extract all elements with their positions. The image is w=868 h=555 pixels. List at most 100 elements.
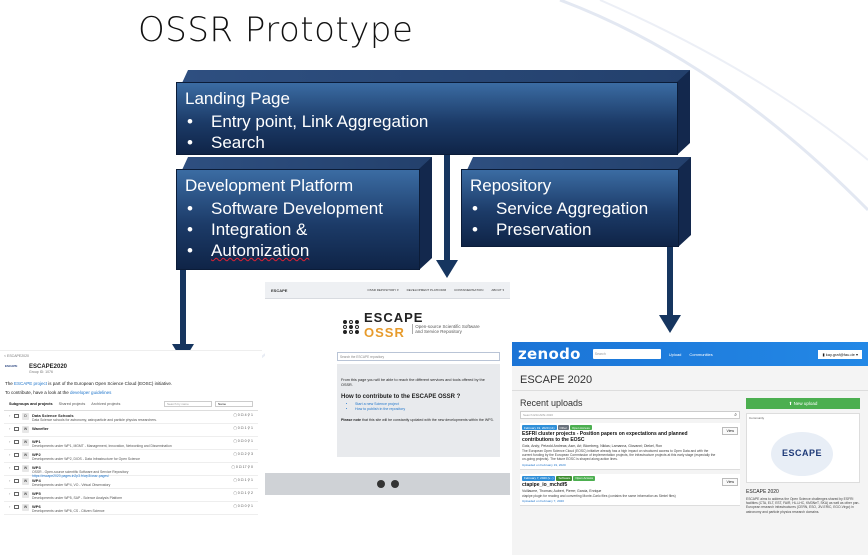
row-name[interactable]: WP1 — [32, 439, 41, 444]
dots-icon — [343, 320, 360, 334]
arrow-shaft-center — [444, 155, 450, 261]
chevron-right-icon[interactable]: › — [9, 491, 11, 496]
row-name[interactable]: WP4 — [32, 478, 41, 483]
view-button[interactable]: View — [722, 477, 738, 486]
zenodo-search-input[interactable]: Search — [592, 349, 661, 359]
start-project-link[interactable]: Start a new Science project — [355, 402, 496, 407]
brand-escape: ESCAPE — [364, 310, 424, 325]
folder-icon — [14, 505, 19, 509]
row-counts: ▢ 0 ⊡ 1 ⚲ 2 — [233, 491, 253, 495]
footer — [265, 473, 510, 495]
view-button[interactable]: View — [722, 427, 738, 435]
development-platform-box: Development Platform Software Developmen… — [176, 157, 432, 270]
folder-icon — [14, 414, 19, 418]
chevron-right-icon[interactable]: › — [9, 478, 11, 483]
item-description: The European Open Science Cloud (EOSC) i… — [522, 449, 716, 462]
row-counts: ▢ 0 ⊡ 0 ⚲ 1 — [233, 439, 253, 443]
developer-guidelines-link[interactable]: developer guidelines — [70, 390, 112, 395]
nav-ossr-repository[interactable]: OSSR REPOSITORY ▾ — [367, 288, 399, 292]
ossr-search-input[interactable]: Search the ESCAPE repository — [337, 352, 500, 361]
arrow-shaft-right — [667, 247, 673, 317]
nav-about[interactable]: ABOUT ▾ — [491, 288, 504, 292]
folder-icon — [14, 427, 19, 431]
row-description: Developments under WP2, DIOS - Data Infr… — [32, 457, 140, 461]
row-description: OSSR - Open-source scientific Software a… — [32, 470, 129, 474]
development-item: Automization — [185, 240, 411, 261]
row-description: Developments under WP1, MGMT - Managemen… — [32, 444, 172, 448]
chevron-right-icon[interactable]: › — [9, 504, 11, 509]
communities-link[interactable]: Communities — [689, 351, 713, 357]
chevron-right-icon[interactable]: › — [9, 452, 11, 457]
chevron-right-icon[interactable]: › — [9, 465, 11, 470]
type-badge: Software — [556, 475, 573, 481]
escape-group-logo: ESCAPE — [5, 364, 18, 368]
community-card: Community ESCAPE — [746, 413, 860, 483]
row-counts: ▢ 0 ⊡ 1 ⚲ 1 — [233, 478, 253, 482]
avatar: W — [22, 439, 29, 446]
item-title[interactable]: ESFRI cluster projects - Position papers… — [522, 431, 688, 443]
arrow-head-right — [659, 315, 681, 333]
search-input[interactable]: Search by name — [164, 401, 212, 407]
tab-subgroups[interactable]: Subgroups and projects — [9, 402, 53, 406]
zenodo-logo[interactable]: zenodo — [518, 345, 581, 363]
row-counts: ▢ 0 ⊡ 2 ⚲ 3 — [233, 452, 253, 456]
nav-containerisation[interactable]: CONTAINERISATION — [454, 288, 484, 292]
tab-shared-projects[interactable]: Shared projects — [58, 402, 86, 406]
group-description: The ESCAPE project is part of the Europe… — [5, 381, 173, 386]
zenodo-community-screenshot: zenodo Search Upload Communities ▮ kay.g… — [512, 342, 868, 555]
row-name[interactable]: Wavefier — [32, 426, 49, 431]
repository-title: Repository — [470, 176, 552, 195]
ossr-landing-screenshot: ESCAPE OSSR REPOSITORY ▾ DEVELOPMENT PLA… — [265, 282, 510, 495]
item-uploaded-date: Uploaded on February 7, 2020 — [522, 498, 564, 503]
row-name[interactable]: WP2 — [32, 452, 41, 457]
row-name[interactable]: Data Science Schools — [32, 413, 74, 418]
repository-item: Preservation — [470, 219, 670, 240]
landing-page-title: Landing Page — [185, 89, 290, 108]
item-uploaded-date: Uploaded on February 19, 2020 — [522, 462, 566, 467]
repository-item: Service Aggregation — [470, 198, 670, 219]
chevron-right-icon[interactable]: › — [9, 426, 11, 431]
wp3-link[interactable]: https://escape2020.pages.in2p3.fr/wp3/os… — [32, 474, 109, 478]
breadcrumb[interactable]: < ESCAPE2020 — [4, 354, 30, 358]
gitlab-icon[interactable] — [376, 480, 385, 488]
folder-icon — [14, 466, 19, 470]
zenodo-icon[interactable] — [390, 480, 399, 488]
avatar: W — [22, 452, 29, 459]
date-badge: February 7, 2020 (v...) — [522, 475, 556, 481]
community-title: ESCAPE 2020 — [512, 366, 868, 391]
community-search-input[interactable]: Search ESCAPE 2020⌕ — [520, 411, 740, 419]
development-item-text: Automization — [211, 241, 310, 260]
row-counts: ▢ 0 ⊡ 1 ⚲ 1 — [233, 426, 253, 430]
search-icon[interactable]: ⌕ — [734, 412, 737, 418]
landing-page-box: Landing Page Entry point, Link Aggregati… — [176, 70, 690, 155]
item-authors: Vuillaume, Thomas; Aubert, Pierre; Garci… — [522, 488, 602, 493]
row-name[interactable]: WP3 — [32, 465, 41, 470]
slide-title: OSSR Prototype — [138, 10, 414, 50]
row-counts: ▢ 0 ⊡ 4 ⚲ 1 — [233, 413, 253, 417]
new-upload-button[interactable]: ⬆ New upload — [746, 398, 860, 409]
row-name[interactable]: WP5 — [32, 491, 41, 496]
row-name[interactable]: WP6 — [32, 504, 41, 509]
nav-logo[interactable]: ESCAPE — [271, 287, 288, 293]
escape-project-link[interactable]: ESCAPE project — [14, 381, 48, 386]
folder-icon — [14, 440, 19, 444]
user-menu[interactable]: ▮ kay.graf@fau.de ▾ — [818, 349, 862, 359]
publish-link[interactable]: How to publish in the repository — [355, 407, 496, 412]
upload-link[interactable]: Upload — [668, 351, 682, 357]
landing-item: Search — [185, 132, 669, 153]
sort-dropdown[interactable]: Name — [215, 401, 253, 407]
nav-development-platform[interactable]: DEVELOPMENT PLATFORM — [406, 288, 447, 292]
chevron-right-icon[interactable]: › — [9, 439, 11, 444]
tab-archived-projects[interactable]: Archived projects — [91, 402, 121, 406]
chevron-right-icon[interactable]: › — [9, 413, 11, 418]
item-title[interactable]: ctapipe_io_mchdf5 — [522, 481, 568, 488]
